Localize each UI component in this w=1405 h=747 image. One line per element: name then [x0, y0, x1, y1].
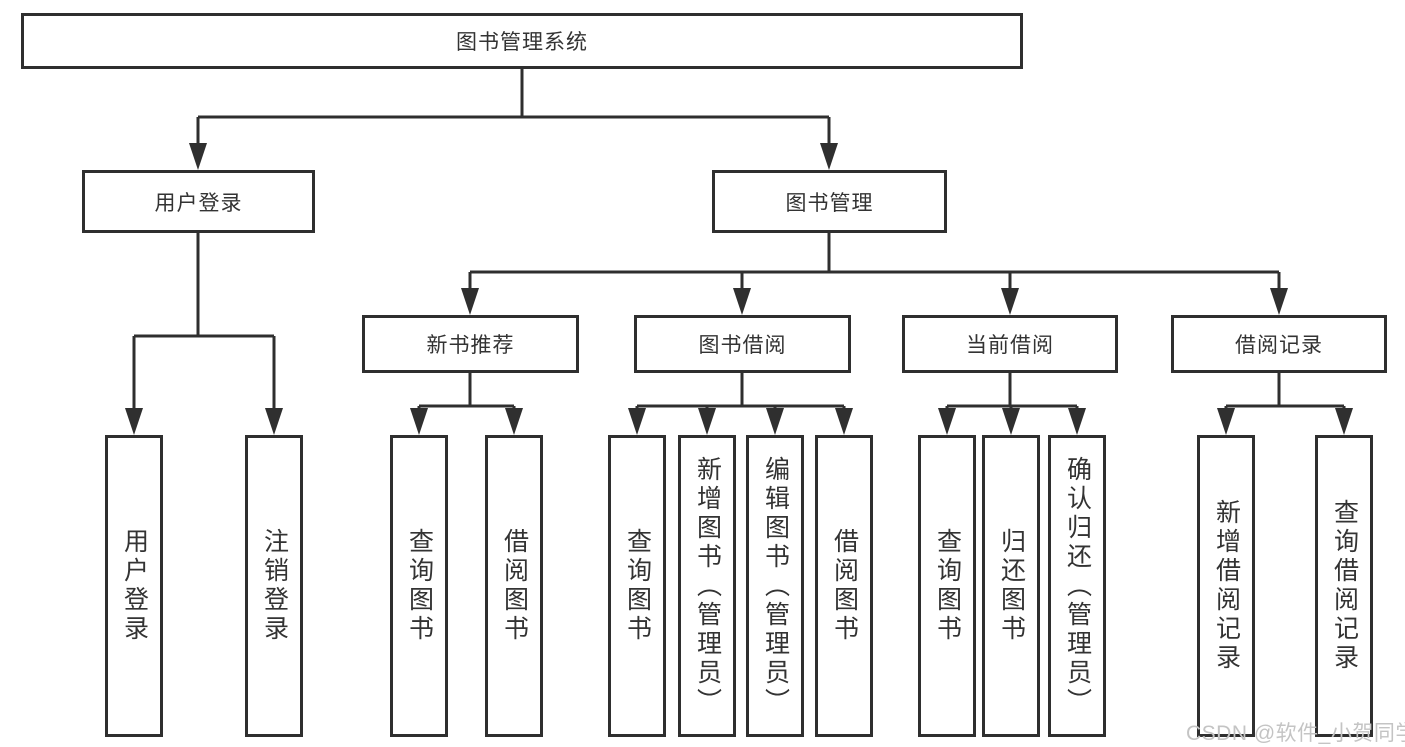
node-query-borrow-record: 查询借阅记录 — [1315, 435, 1373, 737]
node-book-management-system: 图书管理系统 — [21, 13, 1023, 69]
csdn-watermark: CSDN @软件_小贺同学 — [1186, 722, 1405, 745]
node-borrowing-records: 借阅记录 — [1171, 315, 1387, 373]
node-query-borrow-record-label: 查询借阅记录 — [1330, 499, 1359, 673]
node-borrowing-records-label: 借阅记录 — [1235, 334, 1323, 357]
node-logout: 注销登录 — [245, 435, 303, 737]
node-query-books-borrowing: 查询图书 — [608, 435, 666, 737]
node-query-books-current-label: 查询图书 — [933, 528, 962, 644]
node-new-book-recommend-label: 新书推荐 — [426, 334, 515, 357]
node-query-books-current: 查询图书 — [918, 435, 976, 737]
node-current-borrowing: 当前借阅 — [902, 315, 1118, 373]
node-logout-label: 注销登录 — [260, 528, 289, 644]
connector-book-management-branch — [461, 233, 1288, 315]
node-confirm-return-admin: 确认归还（管理员） — [1048, 435, 1106, 737]
node-current-borrowing-label: 当前借阅 — [966, 334, 1054, 357]
node-return-books: 归还图书 — [982, 435, 1040, 737]
node-borrow-books-borrowing-label: 借阅图书 — [830, 528, 859, 644]
connector-book-borrowing-branch — [628, 373, 853, 435]
node-book-borrowing-label: 图书借阅 — [698, 334, 787, 357]
node-user-login-label: 用户登录 — [120, 528, 149, 644]
node-edit-book-admin-label: 编辑图书（管理员） — [761, 455, 790, 717]
node-book-borrowing: 图书借阅 — [634, 315, 851, 373]
node-new-book-recommend: 新书推荐 — [362, 315, 579, 373]
node-add-borrow-record: 新增借阅记录 — [1197, 435, 1255, 737]
node-query-books-recommend: 查询图书 — [390, 435, 448, 737]
connector-root-branch — [189, 69, 838, 170]
connector-current-borrowing-branch — [938, 373, 1086, 435]
node-add-book-admin-label: 新增图书（管理员） — [693, 455, 722, 717]
node-return-books-label: 归还图书 — [997, 528, 1026, 644]
node-borrow-books-recommend: 借阅图书 — [485, 435, 543, 737]
node-query-books-recommend-label: 查询图书 — [405, 528, 434, 644]
node-borrow-books-recommend-label: 借阅图书 — [500, 528, 529, 644]
node-book-management-system-label: 图书管理系统 — [456, 31, 588, 54]
node-book-management-label: 图书管理 — [785, 191, 874, 215]
node-add-borrow-record-label: 新增借阅记录 — [1212, 499, 1241, 673]
node-book-management: 图书管理 — [712, 170, 947, 233]
node-user-login-group-label: 用户登录 — [154, 191, 243, 215]
node-user-login: 用户登录 — [105, 435, 163, 737]
node-confirm-return-admin-label: 确认归还（管理员） — [1063, 455, 1092, 717]
connector-user-login-branch — [125, 233, 283, 435]
node-add-book-admin: 新增图书（管理员） — [678, 435, 736, 737]
node-query-books-borrowing-label: 查询图书 — [623, 528, 652, 644]
node-user-login-group: 用户登录 — [82, 170, 315, 233]
connector-new-book-recommend-branch — [410, 373, 523, 435]
node-borrow-books-borrowing: 借阅图书 — [815, 435, 873, 737]
node-edit-book-admin: 编辑图书（管理员） — [746, 435, 804, 737]
connector-borrowing-records-branch — [1217, 373, 1353, 435]
